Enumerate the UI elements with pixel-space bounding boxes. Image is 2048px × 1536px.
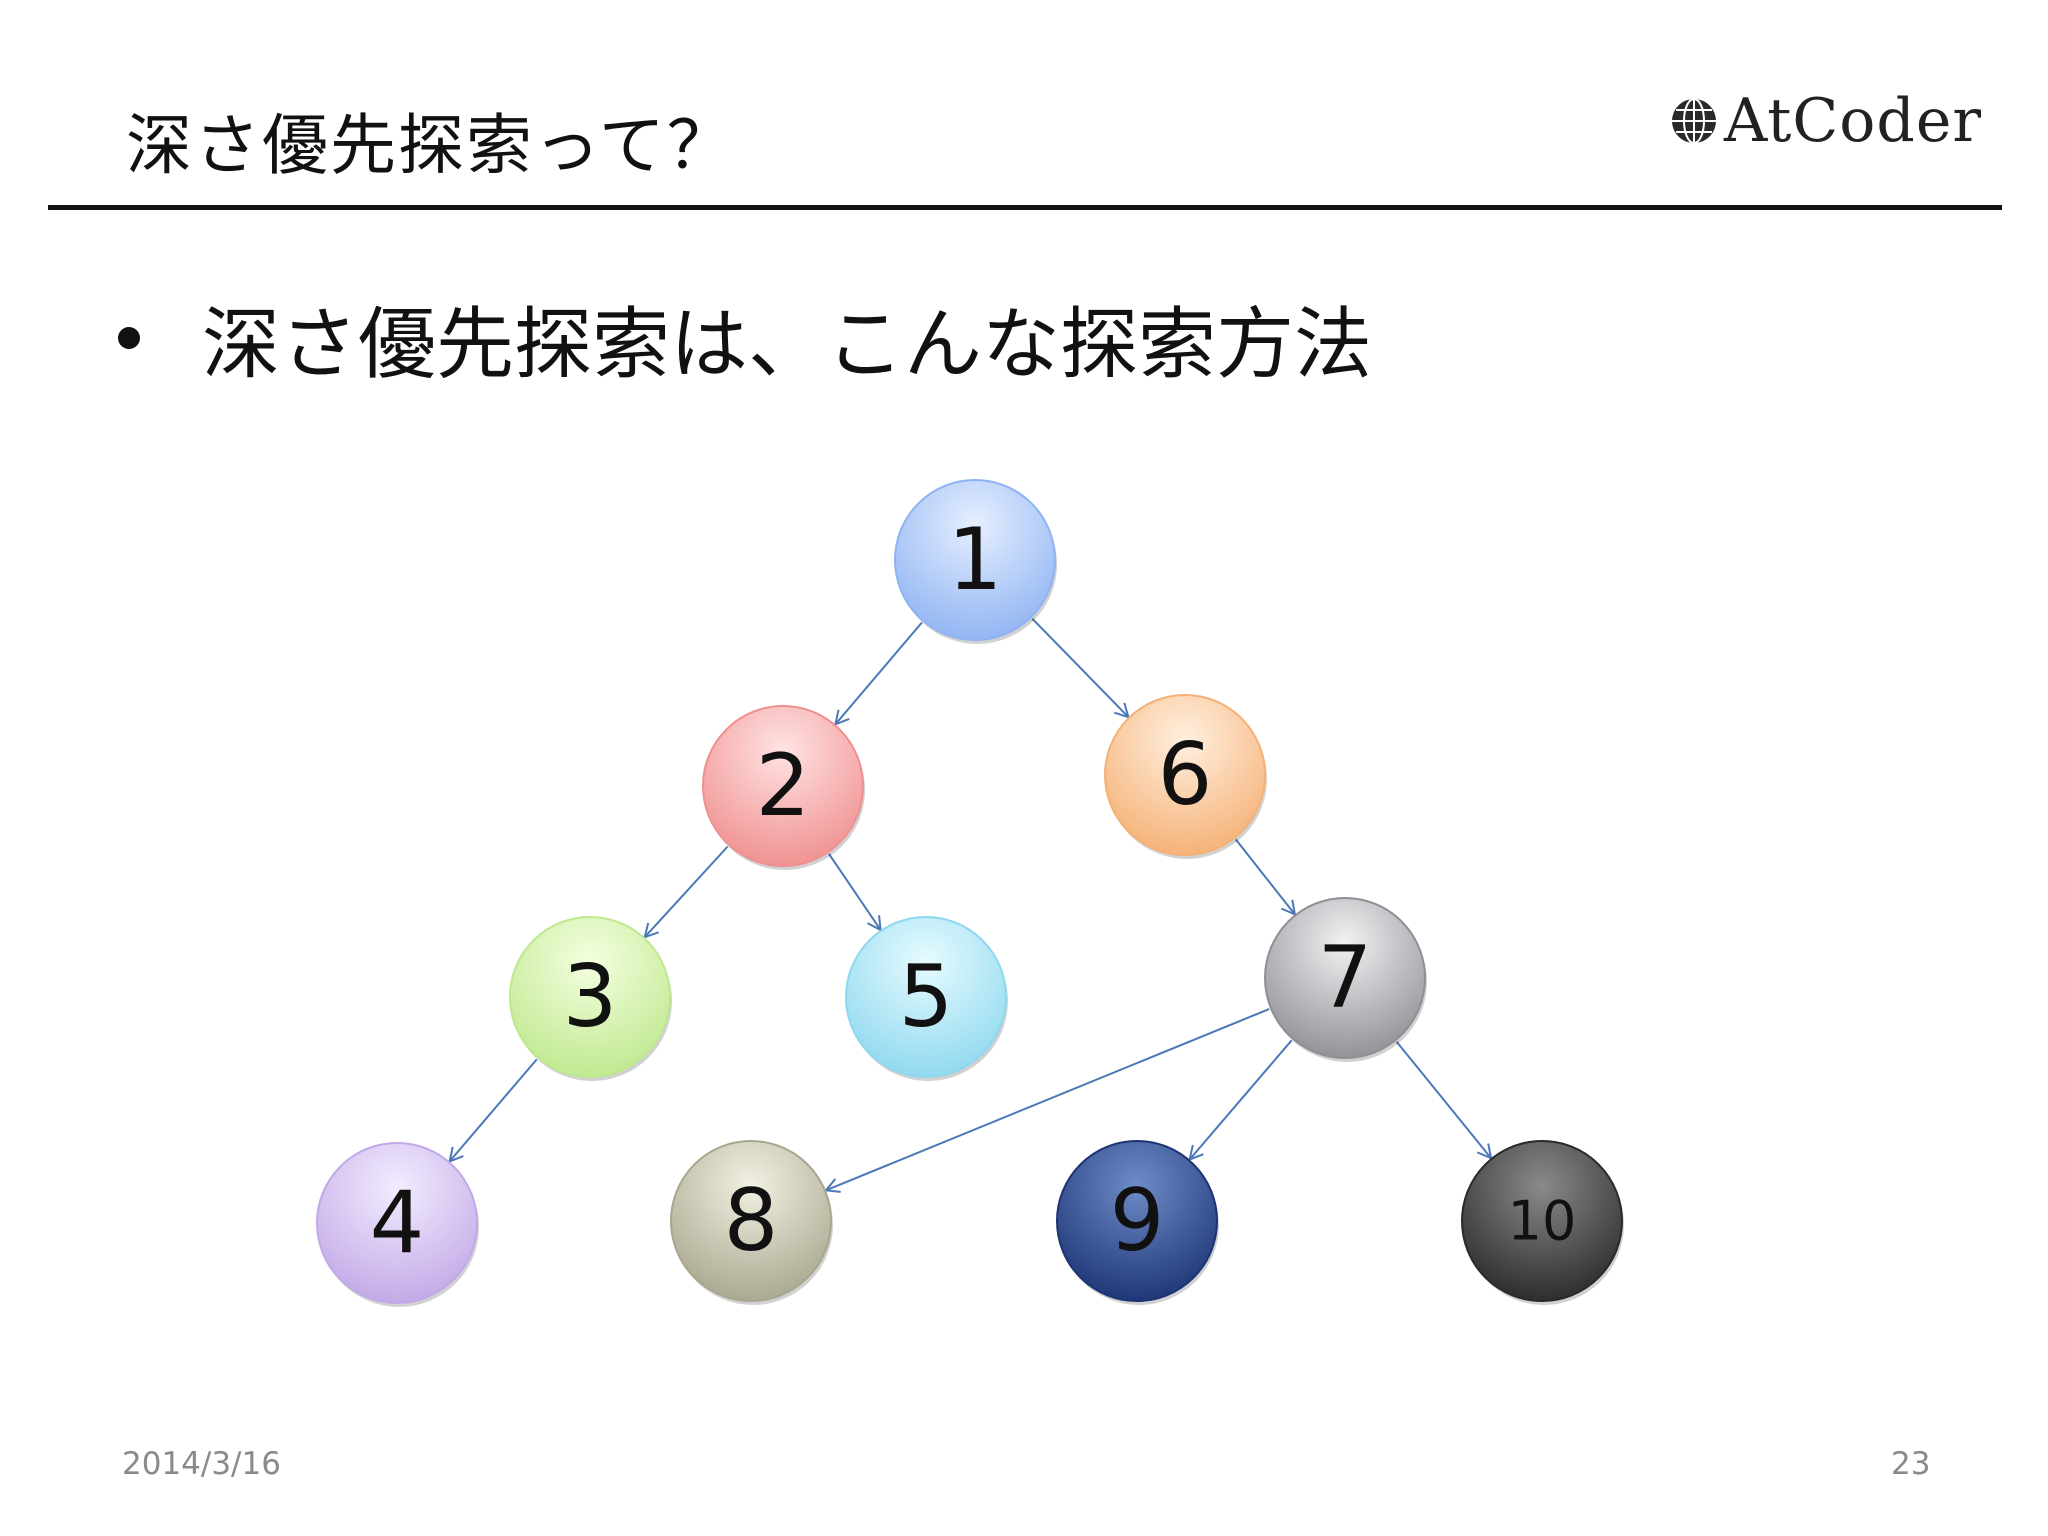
node-label: 6 — [1158, 725, 1213, 825]
node-label: 5 — [899, 947, 954, 1047]
edge-3-4 — [450, 1058, 538, 1161]
node-4: 4 — [316, 1142, 479, 1307]
node-label: 7 — [1318, 928, 1373, 1028]
edge-7-8 — [826, 1008, 1270, 1190]
node-circle — [845, 916, 1007, 1078]
node-6: 6 — [1104, 694, 1267, 859]
edge-1-6 — [1031, 617, 1128, 717]
node-label: 3 — [563, 947, 618, 1047]
node-7: 7 — [1264, 897, 1427, 1062]
footer-date: 2014/3/16 — [122, 1446, 281, 1482]
node-10: 10 — [1461, 1140, 1624, 1305]
globe-icon — [1672, 98, 1716, 144]
node-circle — [509, 916, 671, 1078]
edge-2-3 — [645, 845, 729, 938]
node-circle — [1056, 1140, 1218, 1302]
logo-text: AtCoder — [1724, 86, 1983, 156]
node-label: 10 — [1508, 1190, 1577, 1253]
edge-7-9 — [1190, 1039, 1293, 1159]
node-label: 9 — [1110, 1171, 1165, 1271]
node-8: 8 — [670, 1140, 833, 1305]
node-2: 2 — [702, 705, 865, 870]
edge-2-5 — [828, 853, 881, 930]
node-3: 3 — [509, 916, 672, 1081]
bullet-icon — [118, 327, 140, 349]
atcoder-logo: AtCoder — [1668, 86, 1982, 156]
title-divider — [48, 205, 2002, 210]
node-label: 1 — [948, 510, 1003, 610]
node-label: 8 — [724, 1171, 779, 1271]
bullet-item: 深さ優先探索は、こんな探索方法 — [118, 282, 1372, 394]
node-circle — [670, 1140, 832, 1302]
node-circle — [702, 705, 864, 867]
node-circle — [894, 479, 1056, 641]
edge-7-10 — [1395, 1041, 1491, 1158]
node-circle — [316, 1142, 478, 1304]
node-circle — [1461, 1140, 1623, 1302]
node-5: 5 — [845, 916, 1008, 1081]
bullet-text: 深さ優先探索は、こんな探索方法 — [202, 300, 1373, 390]
node-circle — [1104, 694, 1266, 856]
node-9: 9 — [1056, 1140, 1219, 1305]
node-1: 1 — [894, 479, 1057, 644]
page-number: 23 — [1891, 1446, 1931, 1482]
edge-1-2 — [835, 621, 923, 724]
node-label: 2 — [756, 736, 811, 836]
slide-title: 深さ優先探索って？ — [126, 107, 735, 184]
node-label: 4 — [370, 1173, 425, 1273]
node-circle — [1264, 897, 1426, 1059]
edge-6-7 — [1234, 838, 1295, 914]
